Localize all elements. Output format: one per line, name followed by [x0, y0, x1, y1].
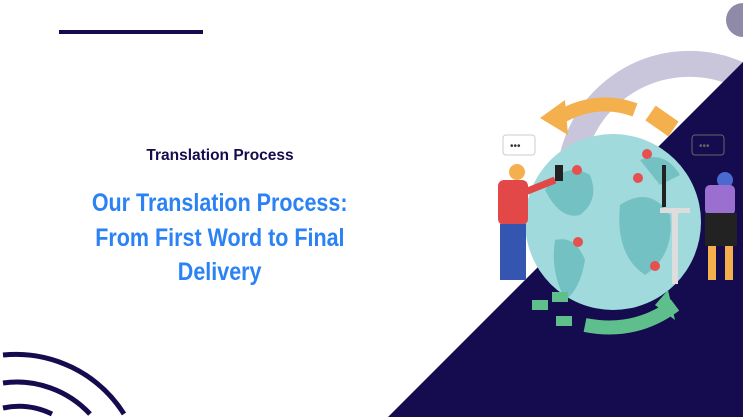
woman-at-desk	[660, 165, 737, 284]
corner-circle	[726, 3, 743, 37]
green-arrowhead	[655, 290, 675, 320]
package-icon	[645, 105, 679, 137]
accent-bar	[59, 30, 203, 34]
map-pins	[572, 149, 660, 271]
chat-bubble-icon: •••	[691, 134, 725, 156]
chat-bubble-icon: •••	[502, 134, 536, 156]
svg-text:•••: •••	[699, 141, 710, 152]
title-line: Our Translation Process:	[92, 189, 348, 217]
orange-arrowhead	[540, 100, 568, 135]
page-title: Our Translation Process: From First Word…	[0, 186, 440, 290]
svg-text:•••: •••	[510, 141, 521, 152]
title-line: From First Word to Final	[95, 223, 345, 252]
title-line: Delivery	[178, 258, 262, 286]
bottom-left-arcs	[2, 351, 127, 417]
kicker-label: Translation Process	[146, 147, 294, 164]
money-icon	[532, 292, 572, 326]
man-with-phone	[498, 164, 563, 280]
